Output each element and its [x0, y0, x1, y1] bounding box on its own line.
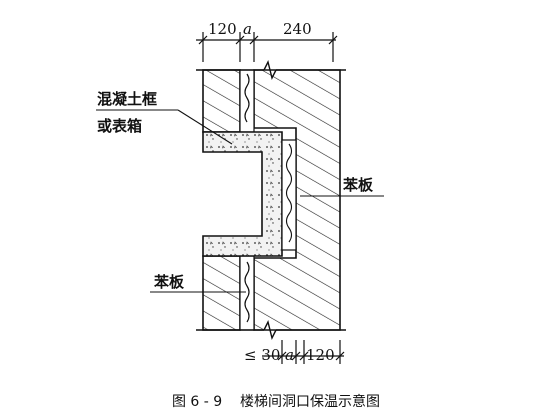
bottom-dimension [262, 340, 345, 364]
label-concrete-frame-2: 或表箱 [97, 117, 142, 135]
figure-caption: 图 6 - 9 楼梯间洞口保温示意图 [172, 393, 380, 410]
top-dimension [196, 32, 338, 62]
break-lines [196, 59, 346, 341]
foam-board-recess [281, 139, 297, 251]
dim-wall-bottom: 120 [306, 346, 335, 364]
leader-lines [96, 109, 384, 293]
dim-gap-bottom: a [285, 346, 294, 364]
dim-recess: ≤ 30 [244, 346, 280, 364]
dim-gap-top: a [243, 20, 252, 38]
dim-outer-wall: 240 [283, 20, 312, 38]
inner-wall-top [202, 69, 241, 133]
label-foam-board-left: 苯板 [153, 273, 185, 291]
inner-wall-bottom [202, 255, 241, 331]
label-concrete-frame-1: 混凝土框 [97, 90, 157, 108]
dim-inner-wall: 120 [208, 20, 237, 38]
gap-insulation [239, 69, 255, 331]
label-foam-board-right: 苯板 [342, 176, 374, 194]
concrete-frame [202, 131, 283, 257]
